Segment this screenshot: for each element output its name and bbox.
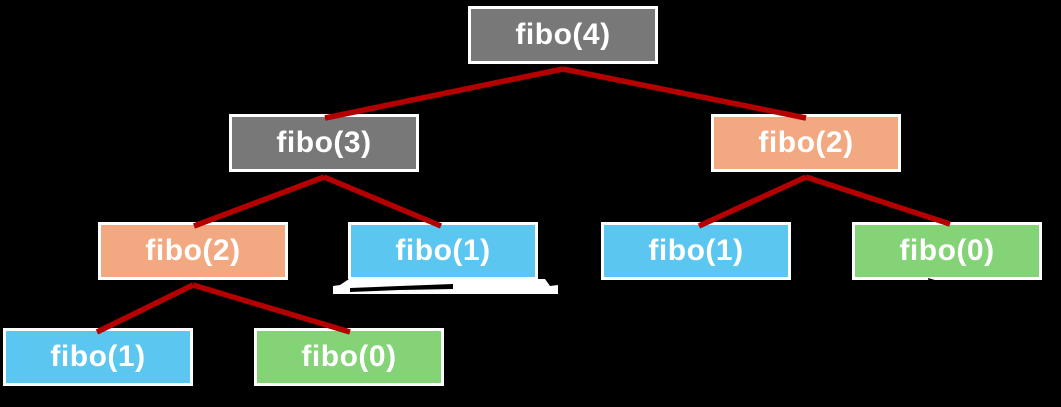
node-label: fibo(2) [145,234,241,267]
tree-node-fibo1-c: fibo(1) [3,328,193,386]
node-label: fibo(2) [758,126,854,159]
tree-edge-fibo3-fibo2-left [193,174,325,229]
tree-node-fibo1-a: fibo(1) [348,222,538,280]
render-artifact-band [333,279,558,294]
tree-edge-fibo2-left-fibo1-c [95,282,195,335]
tree-edge-fibo2-right-fibo0-a [805,174,951,227]
tree-node-fibo2-left: fibo(2) [98,222,288,280]
node-label: fibo(3) [276,126,372,159]
tree-node-fibo3: fibo(3) [229,114,419,172]
tree-node-fibo0-a: fibo(0) [852,222,1042,280]
tree-edge-fibo2-right-fibo1-b [697,174,808,229]
node-label: fibo(0) [899,234,995,267]
node-label: fibo(4) [515,18,611,51]
tree-edge-fibo4-fibo2-right [562,66,807,121]
tree-node-fibo0-b: fibo(0) [254,328,444,386]
tree-edge-fibo3-fibo1-a [322,174,443,229]
tree-node-fibo2-right: fibo(2) [711,114,901,172]
node-label: fibo(1) [395,234,491,267]
tree-edge-fibo2-left-fibo0-b [192,282,351,335]
render-artifact-arrowhead [695,281,719,290]
tree-node-fibo1-b: fibo(1) [601,222,791,280]
node-label: fibo(1) [648,234,744,267]
tree-node-fibo4: fibo(4) [468,6,658,64]
tree-edge-fibo4-fibo3 [324,66,564,121]
node-label: fibo(0) [301,340,397,373]
node-label: fibo(1) [50,340,146,373]
